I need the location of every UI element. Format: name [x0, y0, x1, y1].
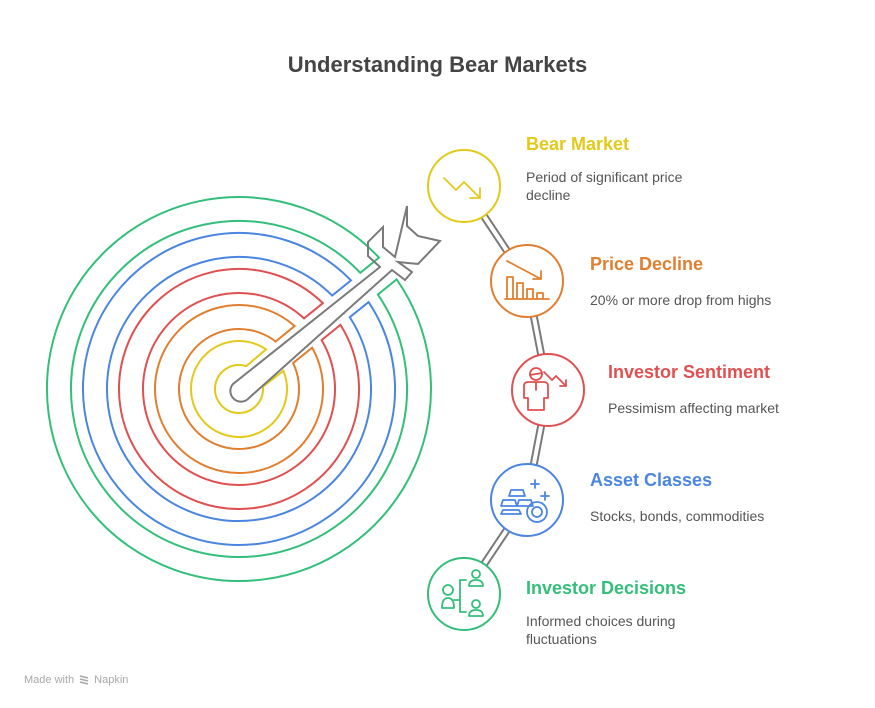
connector-line — [485, 531, 511, 567]
item-description: 20% or more drop from highs — [590, 292, 772, 308]
connector-line — [480, 217, 506, 254]
footer-prefix: Made with — [24, 674, 75, 686]
ring-blue — [82, 232, 396, 546]
connector-line — [535, 425, 546, 466]
target-rings — [46, 196, 432, 582]
item-circle — [427, 557, 501, 631]
ring-yellow — [190, 340, 288, 438]
trend-down-icon — [443, 177, 481, 199]
person-trend-down-icon — [523, 367, 567, 411]
napkin-logo-icon — [79, 675, 89, 685]
connector-chain — [480, 213, 546, 567]
arrow-icon — [229, 205, 442, 403]
footer-brand: Napkin — [94, 674, 129, 686]
item-title: Asset Classes — [590, 470, 713, 490]
item-title: Price Decline — [590, 254, 704, 274]
connector-line — [480, 527, 506, 563]
connector-line — [529, 316, 540, 356]
item-node — [427, 149, 501, 223]
item-node — [490, 463, 564, 537]
item-circle — [490, 244, 564, 318]
connector-line — [535, 315, 546, 355]
ring-orange — [154, 304, 324, 474]
item-node — [490, 244, 564, 318]
item-description: Period of significant price decline — [526, 169, 683, 203]
item-description: Pessimism affecting market — [608, 400, 779, 416]
connector-line — [485, 213, 511, 250]
connector-line — [529, 424, 540, 465]
item-node — [511, 353, 585, 427]
page-title: Understanding Bear Markets — [287, 52, 588, 77]
item-title: Investor Decisions — [526, 578, 687, 598]
ring-red — [118, 268, 360, 510]
item-description: Stocks, bonds, commodities — [590, 508, 765, 524]
bar-chart-decline-icon — [504, 260, 550, 300]
item-title: Bear Market — [526, 134, 630, 154]
item-circle — [427, 149, 501, 223]
gold-bars-coin-icon — [500, 479, 550, 523]
people-hierarchy-icon — [441, 569, 484, 617]
ring-green — [46, 196, 432, 582]
item-description: Informed choices during fluctuations — [526, 613, 676, 647]
item-title: Investor Sentiment — [608, 362, 771, 382]
footer: Made with Napkin — [24, 674, 128, 686]
item-node — [427, 557, 501, 631]
